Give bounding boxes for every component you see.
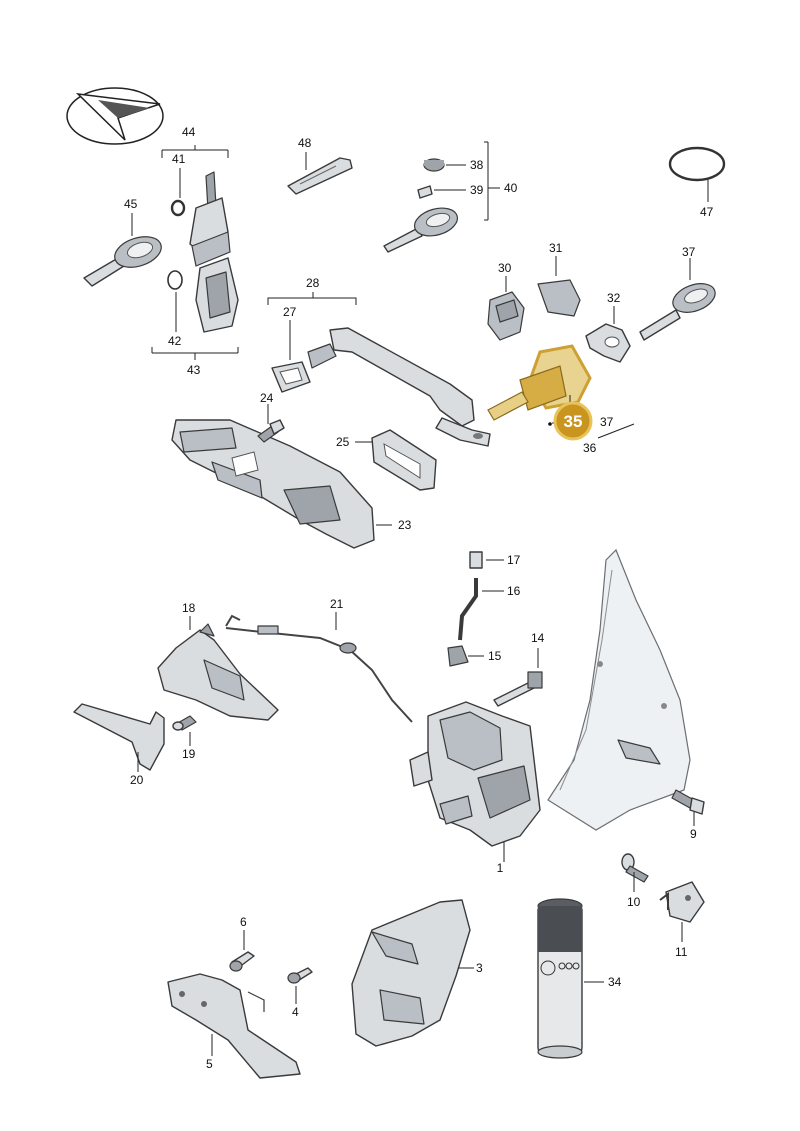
key-fob-assembly	[151, 145, 239, 360]
callout-label-45[interactable]: 45	[124, 197, 138, 211]
bolt-10	[621, 853, 649, 883]
rod-16	[458, 578, 478, 641]
callout-label-35-highlighted[interactable]: 35	[564, 412, 583, 431]
door-handle	[307, 327, 491, 447]
striker-11	[659, 881, 705, 923]
callout-label-18[interactable]: 18	[182, 601, 196, 615]
callout-label-20[interactable]: 20	[130, 773, 144, 787]
key-set-40	[383, 158, 459, 253]
pin-17	[469, 551, 483, 569]
screw-24	[257, 419, 285, 443]
screw-19	[172, 715, 197, 731]
callout-label-16[interactable]: 16	[507, 584, 521, 598]
callout-label-32[interactable]: 32	[607, 291, 621, 305]
callout-label-17[interactable]: 17	[507, 553, 521, 567]
key-37	[639, 283, 716, 341]
callout-label-48[interactable]: 48	[298, 136, 312, 150]
key-45	[83, 236, 162, 287]
key-blade-48	[287, 157, 353, 195]
callout-label-31[interactable]: 31	[549, 241, 563, 255]
door-lock-1	[409, 701, 541, 847]
callout-label-25[interactable]: 25	[336, 435, 350, 449]
rod-14	[493, 671, 543, 707]
callout-label-6[interactable]: 6	[240, 915, 247, 929]
callout-label-37[interactable]: 37	[682, 245, 696, 259]
hinge-bracket-5	[167, 973, 301, 1079]
callout-label-23[interactable]: 23	[398, 518, 412, 532]
callout-label-4[interactable]: 4	[292, 1005, 299, 1019]
door-frame	[547, 548, 691, 831]
callout-label-30[interactable]: 30	[498, 261, 512, 275]
callout-label-39[interactable]: 39	[470, 183, 484, 197]
lock-cylinder-35[interactable]	[487, 344, 592, 421]
callout-label-14[interactable]: 14	[531, 631, 545, 645]
callout-label-36[interactable]: 36	[583, 441, 597, 455]
seal-27	[271, 361, 311, 393]
callout-label-42[interactable]: 42	[168, 334, 182, 348]
handle-carrier-23	[171, 419, 375, 549]
callout-label-9[interactable]: 9	[690, 827, 697, 841]
view-direction-emblem	[66, 87, 164, 145]
callout-label-19[interactable]: 19	[182, 747, 196, 761]
rivet-4	[287, 967, 313, 984]
callout-label-24[interactable]: 24	[260, 391, 274, 405]
callout-label-5[interactable]: 5	[206, 1057, 213, 1071]
callout-35-badge[interactable]	[553, 401, 593, 441]
callout-label-44[interactable]: 44	[182, 125, 196, 139]
inner-handle-18	[157, 623, 279, 721]
callout-label-15[interactable]: 15	[488, 649, 502, 663]
spray-can-34	[537, 898, 583, 1059]
callout-label-11[interactable]: 11	[675, 945, 688, 959]
rivet-6	[229, 951, 255, 972]
callout-label-28[interactable]: 28	[306, 276, 320, 290]
seal-25	[371, 429, 437, 491]
cap-15	[447, 645, 469, 667]
trim-20	[73, 703, 165, 771]
callout-label-34[interactable]: 34	[608, 975, 622, 989]
callout-label-10[interactable]: 10	[627, 895, 641, 909]
callout-label-1[interactable]: 1	[497, 861, 504, 875]
seal-ring-47	[668, 146, 726, 182]
callout-label-41[interactable]: 41	[172, 152, 186, 166]
cable-21	[225, 614, 413, 723]
callout-label-43[interactable]: 43	[187, 363, 201, 377]
callout-label-21[interactable]: 21	[330, 597, 344, 611]
callout-label-38[interactable]: 38	[470, 158, 484, 172]
bracket-3	[351, 899, 471, 1047]
callout-label-3[interactable]: 3	[476, 961, 483, 975]
callout-label-40[interactable]: 40	[504, 181, 518, 195]
callout-label-27[interactable]: 27	[283, 305, 297, 319]
callout-label-37[interactable]: 37	[600, 415, 614, 429]
callout-label-47[interactable]: 47	[700, 205, 714, 219]
cap-30	[487, 291, 525, 341]
cover-31	[537, 279, 581, 317]
screw-9	[671, 789, 705, 815]
bracket-32	[585, 323, 631, 363]
